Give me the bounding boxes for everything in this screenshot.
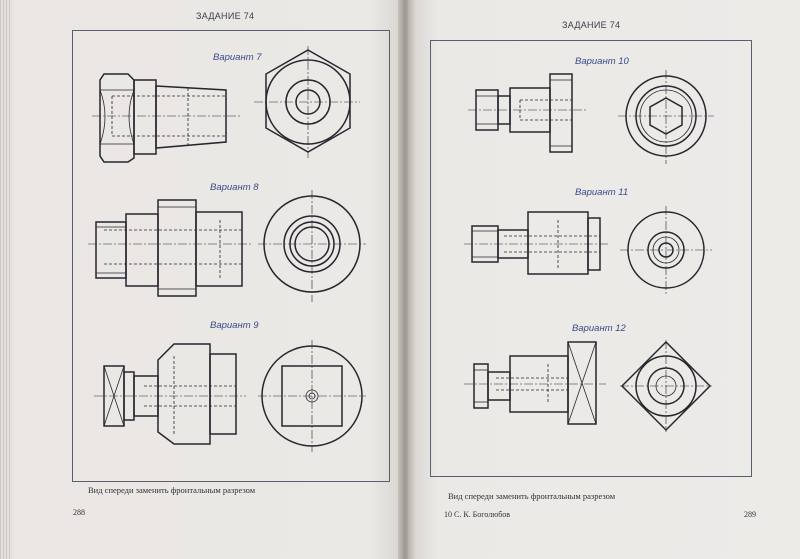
variant-11-front-view: [464, 211, 608, 275]
variant-10-label: Вариант 10: [575, 56, 629, 67]
variant-10-drawing: [468, 70, 714, 164]
variant-12-top-view: [620, 340, 712, 432]
page-header-left: ЗАДАНИЕ 74: [196, 11, 255, 21]
variant-10-front-view: [468, 73, 586, 153]
variant-7-label: Вариант 7: [213, 52, 262, 63]
page-number-left: 288: [73, 508, 85, 517]
variant-11-drawing: [464, 206, 712, 296]
variant-7-front-view: [92, 73, 242, 163]
right-page: ЗАДАНИЕ 74 Вариант 10 Вариант 11 Вариант…: [408, 0, 800, 559]
variant-10-top-view: [618, 70, 714, 164]
left-page: ЗАДАНИЕ 74 Вариант 7 Вариант 8 Вариант 9: [0, 0, 405, 559]
variant-9-label: Вариант 9: [210, 320, 259, 331]
drawing-frame-left: [72, 30, 390, 482]
variant-7-drawing: [92, 46, 360, 163]
signature-mark: 10 С. К. Боголюбов: [444, 510, 511, 519]
variant-12-label: Вариант 12: [572, 323, 626, 334]
variant-11-top-view: [620, 206, 712, 296]
page-header-right: ЗАДАНИЕ 74: [562, 20, 621, 30]
variant-9-top-view: [258, 340, 366, 452]
variant-8-top-view: [258, 190, 366, 302]
variant-8-drawing: [88, 190, 366, 302]
variant-11-label: Вариант 11: [575, 187, 629, 198]
variant-7-top-view: [254, 46, 360, 158]
page-number-right: 289: [744, 510, 756, 519]
instruction-right: Вид спереди заменить фронтальным разрезо…: [448, 491, 616, 501]
variant-9-front-view: [94, 343, 246, 445]
page-edge-stack: [0, 0, 12, 559]
variant-9-drawing: [94, 340, 366, 452]
variant-8-label: Вариант 8: [210, 182, 259, 193]
variant-12-front-view: [464, 341, 606, 425]
variant-8-front-view: [88, 199, 252, 297]
drawing-frame-right: [430, 40, 752, 477]
instruction-left: Вид спереди заменить фронтальным разрезо…: [88, 485, 256, 495]
variant-12-drawing: [464, 340, 712, 432]
